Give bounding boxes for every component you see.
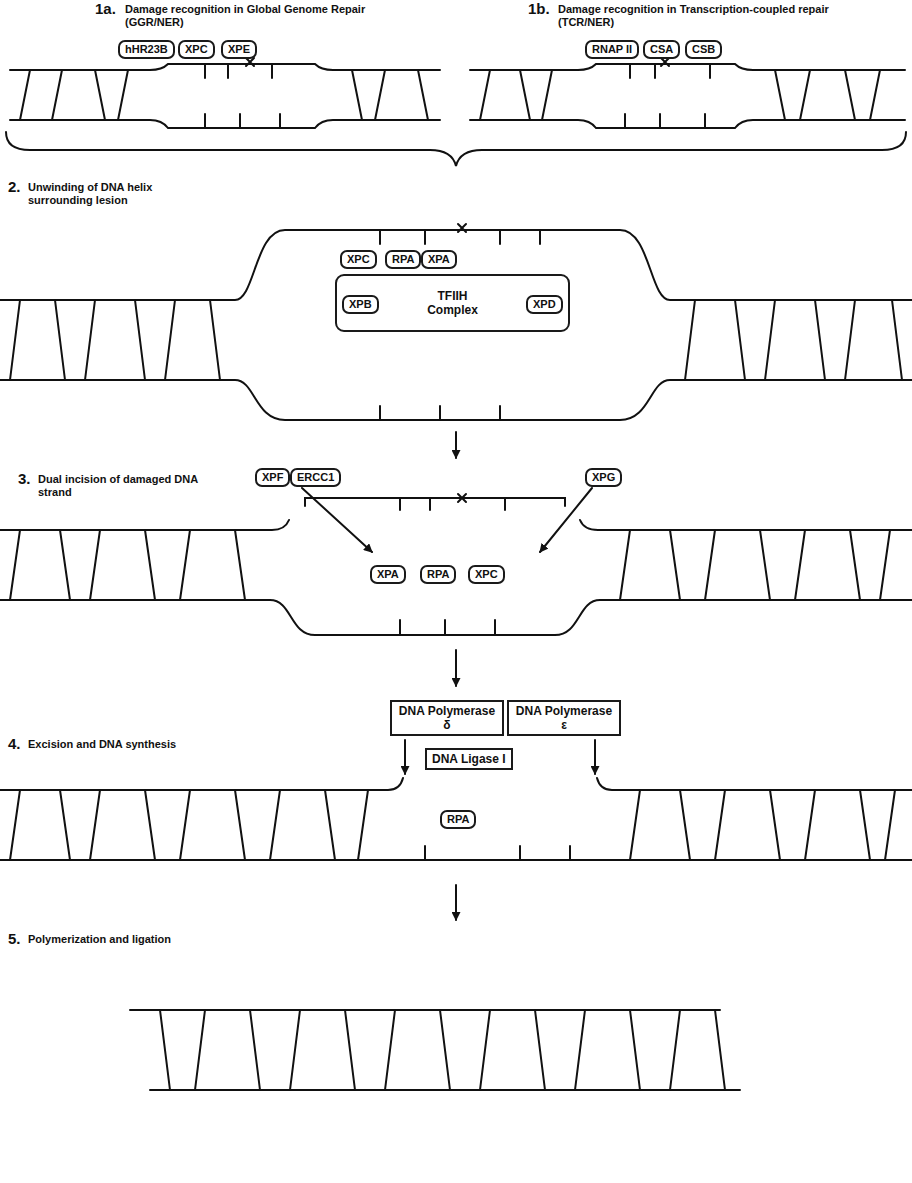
protein-box: hHR23B [118,40,175,59]
step-number: 2. [8,178,21,195]
protein-name: CSA [650,43,673,56]
dna-rungs [480,70,880,120]
step-number: 4. [8,735,21,752]
protein-name: RPA [447,813,469,826]
protein-name: XPC [347,253,370,266]
protein-name: XPA [428,253,450,266]
step-title: Dual incision of damaged DNA strand [38,473,198,499]
lesion-mark [458,494,466,502]
incision-arrow [302,488,372,552]
step-arrow [455,885,457,920]
protein-name: XPF [262,471,283,484]
excised-strand [305,498,565,506]
step-arrow [455,432,457,458]
protein-box: XPG [585,468,622,487]
base-ticks [625,64,710,128]
lesion-mark [458,224,466,232]
merge-brace [6,132,906,166]
protein-name: RPA [427,568,449,581]
protein-name: XPC [475,568,498,581]
dna-strand [130,1010,740,1090]
dna-strand [10,64,440,128]
protein-box: XPE [221,40,257,59]
protein-box: XPC [468,565,505,584]
base-ticks [400,620,495,635]
base-ticks [205,64,280,128]
incision-arrow [540,488,592,552]
synthesis-arrow [594,740,596,774]
protein-name: XPG [592,471,615,484]
protein-name: TFIIH Complex [417,289,489,317]
protein-box: XPC [340,250,377,269]
protein-box: RPA [385,250,421,269]
base-ticks [400,498,505,510]
protein-box: XPA [370,565,406,584]
step-number: 1b. [528,0,550,17]
dna-strand [0,520,912,635]
enzyme-box: DNA Ligase I [425,748,513,770]
enzyme-box: DNA Polymerase δ [390,700,504,736]
protein-name: DNA Ligase I [432,752,506,766]
protein-name: XPB [349,298,372,311]
step-title: Excision and DNA synthesis [28,738,248,751]
protein-box: XPA [421,250,457,269]
lesion-mark [661,58,669,66]
protein-complex: TFIIH Complex XPB XPD [335,274,570,332]
protein-name: DNA Polymerase δ [397,704,497,732]
protein-name: XPD [533,298,556,311]
protein-box: CSA [643,40,680,59]
protein-name: ERCC1 [297,471,334,484]
dna-strand [0,778,912,860]
protein-name: CSB [692,43,715,56]
step-title: Unwinding of DNA helix surrounding lesio… [28,181,178,207]
protein-name: XPA [377,568,399,581]
enzyme-box: DNA Polymerase ε [507,700,621,736]
step-number: 1a. [95,0,116,17]
protein-name: RPA [392,253,414,266]
protein-box: ERCC1 [290,468,341,487]
dna-rungs [10,530,890,600]
base-ticks [425,846,570,860]
protein-box: XPB [342,295,379,314]
step-title: Damage recognition in Global Genome Repa… [125,3,385,29]
protein-box: RNAP II [585,40,639,59]
step-number: 3. [18,470,31,487]
step-number: 5. [8,930,21,947]
dna-rungs [20,70,428,120]
protein-name: XPC [185,43,208,56]
dna-rungs [160,1010,725,1090]
protein-box: XPC [178,40,215,59]
protein-name: RNAP II [592,43,632,56]
dna-strand [0,230,912,420]
protein-name: hHR23B [125,43,168,56]
protein-name: XPE [228,43,250,56]
dna-rungs [10,790,895,860]
lesion-mark [246,58,254,66]
protein-box: RPA [440,810,476,829]
protein-box: CSB [685,40,722,59]
dna-strand [470,64,905,128]
protein-box: XPD [526,295,563,314]
dna-drawings [0,58,912,1090]
step-title: Damage recognition in Transcription-coup… [558,3,858,29]
step-arrow [455,650,457,686]
protein-box: XPF [255,468,290,487]
step-title: Polymerization and ligation [28,933,248,946]
protein-name: DNA Polymerase ε [514,704,614,732]
synthesis-arrow [404,740,406,774]
protein-box: RPA [420,565,456,584]
